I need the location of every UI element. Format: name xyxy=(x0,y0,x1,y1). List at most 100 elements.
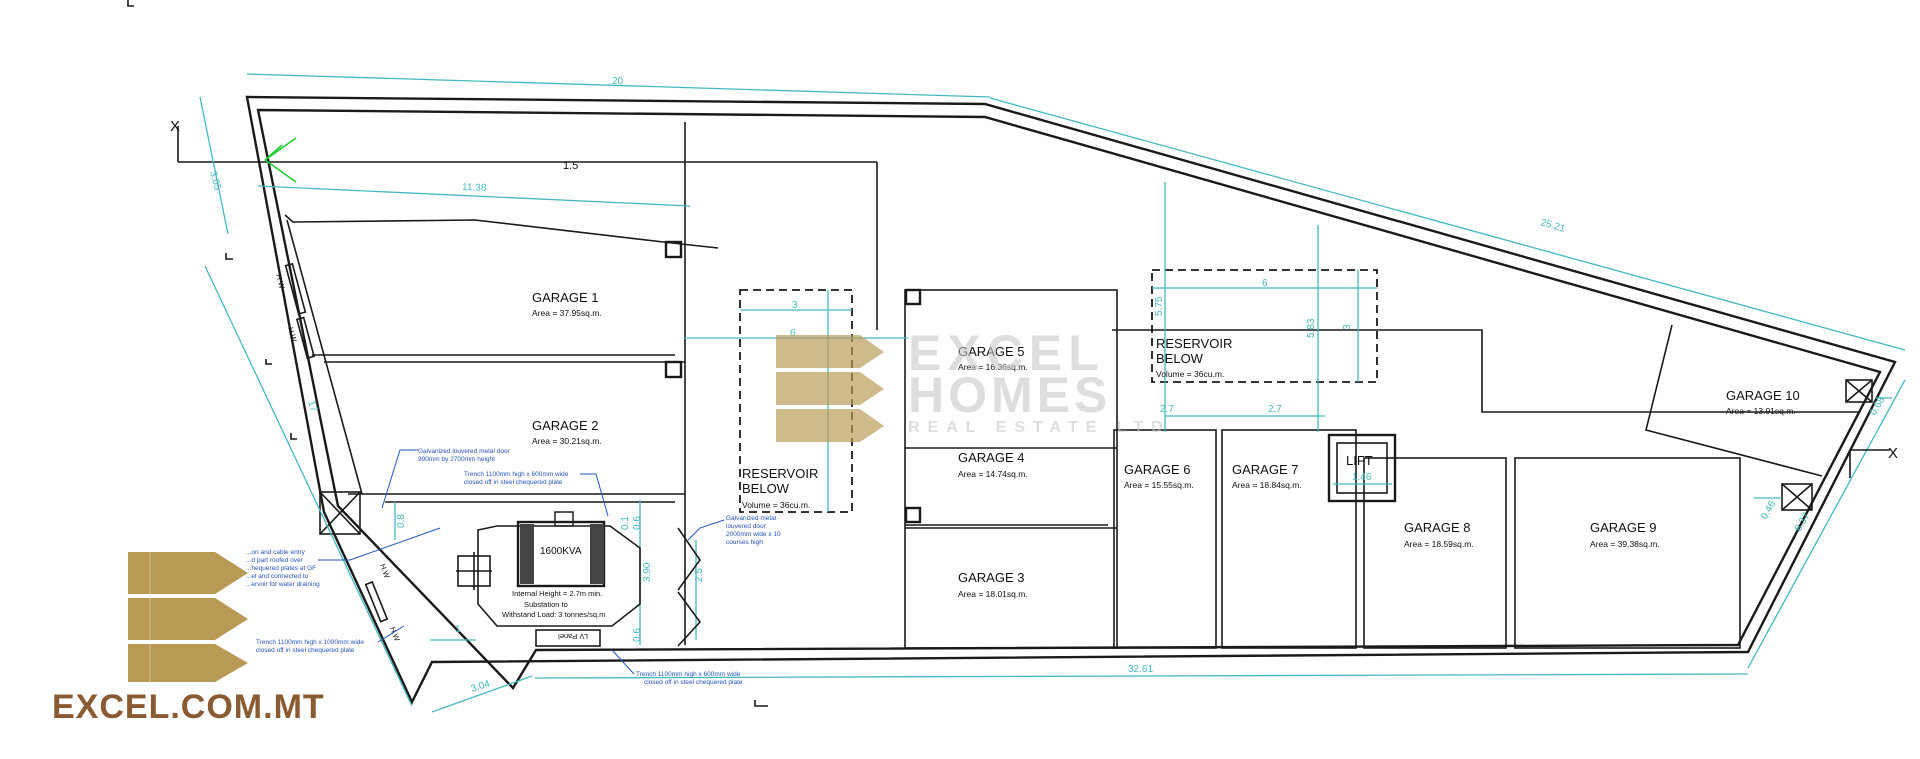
dimension-label: 1.5 xyxy=(563,160,578,172)
dimension-label: 3 xyxy=(1342,324,1353,330)
corner-mark xyxy=(290,433,297,440)
dimension-label: 0.1 xyxy=(620,516,631,530)
dimension-label: 17 xyxy=(305,399,319,414)
reservoir-volume: Volume = 36cu.m. xyxy=(1156,369,1224,379)
garage-area: Area = 30.21sq.m. xyxy=(532,436,602,446)
note-text: 2000mm wide x 10 xyxy=(726,531,781,538)
garage-name: GARAGE 7 xyxy=(1232,462,1298,477)
garage-area: Area = 14.74sq.m. xyxy=(958,469,1028,479)
hw-label: H.W xyxy=(286,326,299,343)
garage-3: GARAGE 3 Area = 18.01sq.m. xyxy=(958,570,1028,599)
north-arrow-icon xyxy=(264,137,297,183)
note-text: Galvanized louvered metal door xyxy=(418,448,511,455)
note-text: closed off in steel chequered plate xyxy=(256,647,355,654)
garage-8: GARAGE 8 Area = 18.59sq.m. xyxy=(1404,520,1474,549)
garage-area: Area = 39.38sq.m. xyxy=(1590,539,1660,549)
watermark-line: HOMES xyxy=(908,367,1111,423)
garage-9: GARAGE 9 Area = 39.38sq.m. xyxy=(1590,520,1660,549)
garage-area: Area = 18.84sq.m. xyxy=(1232,480,1302,490)
garage-area: Area = 16.36sq.m. xyxy=(958,362,1028,372)
dimension-label: 0.6 xyxy=(632,628,643,642)
note-text: ...on and cable entry xyxy=(246,549,306,556)
dimension-labels: 20 25.21 3.05 11.38 1.5 17 3.04 32.61 8.… xyxy=(207,76,1887,695)
garage-name: GARAGE 2 xyxy=(532,418,598,433)
hw-label: H.W xyxy=(274,273,287,290)
section-mark: X xyxy=(170,118,180,135)
watermark-line: REAL ESTATE LTD xyxy=(908,419,1171,436)
dimension-label: 6 xyxy=(790,328,796,339)
garage-7: GARAGE 7 Area = 18.84sq.m. xyxy=(1232,462,1302,490)
dimension-label: 0.6 xyxy=(632,516,643,530)
garage-2: GARAGE 2 Area = 30.21sq.m. xyxy=(532,418,602,446)
note-text: courses high xyxy=(726,539,763,546)
garage-5: GARAGE 5 Area = 16.36sq.m. xyxy=(958,344,1028,372)
garage-name: GARAGE 1 xyxy=(532,290,598,305)
note-text: Trench 1100mm high x 1000mm wide xyxy=(256,639,364,646)
substation: 1600KVA Internal Height = 2.7m min. Subs… xyxy=(456,511,702,647)
note-text: ...d part roofed over xyxy=(246,557,304,564)
section-mark: X xyxy=(1888,445,1898,462)
garage-area: Area = 18.01sq.m. xyxy=(958,589,1028,599)
garage-area: Area = 18.59sq.m. xyxy=(1404,539,1474,549)
hw-label: H.W xyxy=(378,563,392,581)
garage-name: GARAGE 10 xyxy=(1726,388,1800,403)
substation-height: Internal Height = 2.7m min. xyxy=(512,589,602,598)
garage-area: Area = 15.55sq.m. xyxy=(1124,480,1194,490)
corner-mark xyxy=(754,700,768,707)
garage-10: GARAGE 10 Area = 13.91sq.m. xyxy=(1726,388,1800,416)
note-text: ...ervoir for water draining xyxy=(246,581,320,588)
dimension-lines xyxy=(199,73,1906,713)
note-text: Trench 1100mm high x 600mm wide xyxy=(464,471,569,478)
dimension-label: 3.04 xyxy=(470,678,492,695)
garage-name: GARAGE 6 xyxy=(1124,462,1190,477)
brand-logo-icon xyxy=(128,552,248,682)
reservoir-a: RESERVOIR BELOW Volume = 36cu.m. xyxy=(742,466,818,510)
dimension-label: 3.90 xyxy=(642,562,653,582)
watermark-logo-icon xyxy=(776,335,884,442)
reservoir-label: BELOW xyxy=(742,481,790,496)
dimension-label: 3 xyxy=(792,300,798,311)
garage-4: GARAGE 4 Area = 14.74sq.m. xyxy=(958,450,1028,479)
substation-note: Substation to xyxy=(524,600,568,609)
dimension-label: 1 xyxy=(455,624,461,635)
dimension-label: 1.46 xyxy=(1352,472,1372,483)
garage-name: GARAGE 8 xyxy=(1404,520,1470,535)
note-text: closed off in steel chequered plate xyxy=(464,479,563,486)
note-text: ...hequered plates at GF xyxy=(246,565,316,572)
reservoir-outline xyxy=(1151,269,1378,383)
watermark: EXCEL HOMES REAL ESTATE LTD xyxy=(776,325,1171,442)
note-text: closed off in steel chequered plate xyxy=(644,679,743,686)
garage-area: Area = 37.95sq.m. xyxy=(532,308,602,318)
garage-6: GARAGE 6 Area = 15.55sq.m. xyxy=(1124,462,1194,490)
reservoir-volume: Volume = 36cu.m. xyxy=(742,500,810,510)
watermark-line: EXCEL xyxy=(908,325,1105,381)
dimension-label: 5.83 xyxy=(1306,318,1317,338)
dimension-label: 25.21 xyxy=(1539,217,1567,235)
note-text: Galvanized metal xyxy=(726,515,777,522)
note-text: louvered door xyxy=(726,523,767,530)
wall-openings: H.W H.W H.W H.W xyxy=(274,262,402,643)
dimension-label: 2.7 xyxy=(1160,404,1174,415)
garage-1: GARAGE 1 Area = 37.95sq.m. xyxy=(532,290,602,318)
dimension-label: 20 xyxy=(612,76,624,87)
dimension-label: 0.46 xyxy=(1759,499,1778,522)
dimension-label: 2.7 xyxy=(1268,404,1282,415)
garage-name: GARAGE 9 xyxy=(1590,520,1656,535)
inner-walls xyxy=(177,122,1873,649)
garage-area: Area = 13.91sq.m. xyxy=(1726,406,1796,416)
substation-note: Withstand Load: 3 tonnes/sq.m xyxy=(502,610,605,619)
garage-name: GARAGE 3 xyxy=(958,570,1024,585)
dimension-label: 3.05 xyxy=(207,170,223,192)
site-url: EXCEL.COM.MT xyxy=(52,688,325,726)
lv-panel: LV Panel xyxy=(558,632,588,641)
corner-mark xyxy=(127,0,134,7)
reservoir-label: BELOW xyxy=(1156,351,1204,366)
garage-name: GARAGE 5 xyxy=(958,344,1024,359)
garage-name: GARAGE 4 xyxy=(958,450,1024,465)
dimension-label: 2.5 xyxy=(694,568,705,582)
note-text: ...el and connected to xyxy=(246,573,309,580)
annotation-notes: Galvanized louvered metal door 990mm by … xyxy=(246,448,781,686)
substation-kva: 1600KVA xyxy=(540,546,582,557)
dimension-label: 6 xyxy=(1262,278,1268,289)
